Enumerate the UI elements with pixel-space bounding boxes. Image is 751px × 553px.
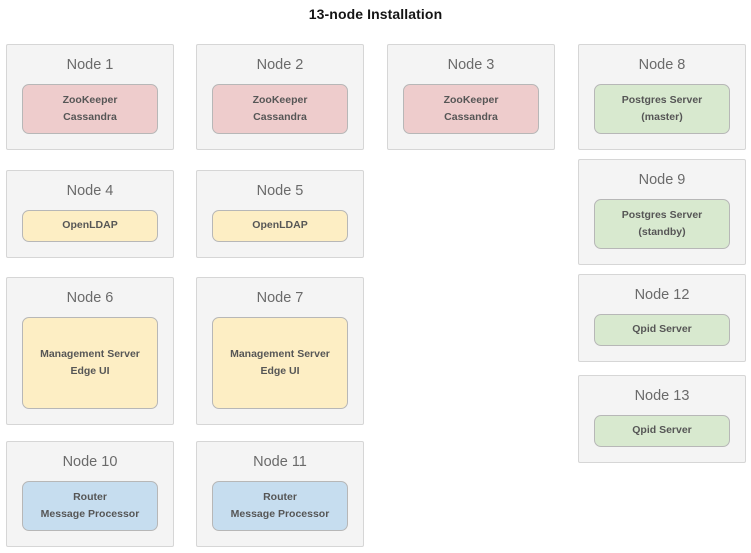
service-name: Router bbox=[263, 491, 297, 504]
service-name: Management Server bbox=[230, 348, 330, 361]
service-box[interactable]: Postgres Server (master) bbox=[594, 83, 730, 134]
node-card-node-4[interactable]: Node 4 OpenLDAP bbox=[6, 170, 174, 258]
node-card-node-12[interactable]: Node 12 Qpid Server bbox=[578, 274, 746, 362]
node-label: Node 13 bbox=[634, 388, 690, 404]
service-name: ZooKeeper bbox=[443, 94, 499, 107]
service-box[interactable]: Qpid Server bbox=[594, 313, 730, 346]
node-label: Node 3 bbox=[447, 57, 495, 73]
node-label: Node 11 bbox=[253, 454, 307, 470]
node-label: Node 1 bbox=[66, 57, 114, 73]
page-title: 13-node Installation bbox=[308, 6, 443, 22]
node-label: Node 4 bbox=[66, 183, 114, 199]
node-card-node-8[interactable]: Node 8 Postgres Server (master) bbox=[578, 44, 746, 150]
node-label: Node 6 bbox=[66, 290, 114, 306]
service-name: (master) bbox=[641, 110, 683, 123]
service-name: (standby) bbox=[638, 225, 686, 238]
service-name: ZooKeeper bbox=[252, 94, 308, 107]
service-name: Cassandra bbox=[63, 110, 117, 123]
service-name: Cassandra bbox=[253, 110, 307, 123]
service-name: OpenLDAP bbox=[62, 219, 118, 232]
node-label: Node 8 bbox=[638, 57, 686, 73]
node-label: Node 2 bbox=[256, 57, 304, 73]
service-box[interactable]: Qpid Server bbox=[594, 414, 730, 447]
service-name: Message Processor bbox=[230, 507, 330, 520]
service-name: Edge UI bbox=[70, 364, 110, 377]
service-name: Qpid Server bbox=[632, 323, 692, 336]
service-name: Qpid Server bbox=[632, 424, 692, 437]
node-card-node-5[interactable]: Node 5 OpenLDAP bbox=[196, 170, 364, 258]
service-name: Postgres Server bbox=[621, 94, 703, 107]
service-name: Cassandra bbox=[444, 110, 498, 123]
service-name: Router bbox=[73, 491, 107, 504]
node-card-node-9[interactable]: Node 9 Postgres Server (standby) bbox=[578, 159, 746, 265]
service-box[interactable]: Postgres Server (standby) bbox=[594, 198, 730, 249]
service-name: ZooKeeper bbox=[62, 94, 118, 107]
node-label: Node 7 bbox=[256, 290, 304, 306]
service-name: Message Processor bbox=[40, 507, 140, 520]
node-label: Node 5 bbox=[256, 183, 304, 199]
service-box[interactable]: OpenLDAP bbox=[22, 209, 158, 242]
service-box[interactable]: OpenLDAP bbox=[212, 209, 348, 242]
service-name: OpenLDAP bbox=[252, 219, 308, 232]
service-name: Management Server bbox=[40, 348, 140, 361]
node-label: Node 12 bbox=[634, 287, 690, 303]
service-name: Edge UI bbox=[260, 364, 300, 377]
node-label: Node 10 bbox=[62, 454, 118, 470]
node-label: Node 9 bbox=[638, 172, 686, 188]
node-card-node-13[interactable]: Node 13 Qpid Server bbox=[578, 375, 746, 463]
service-name: Postgres Server bbox=[621, 209, 703, 222]
